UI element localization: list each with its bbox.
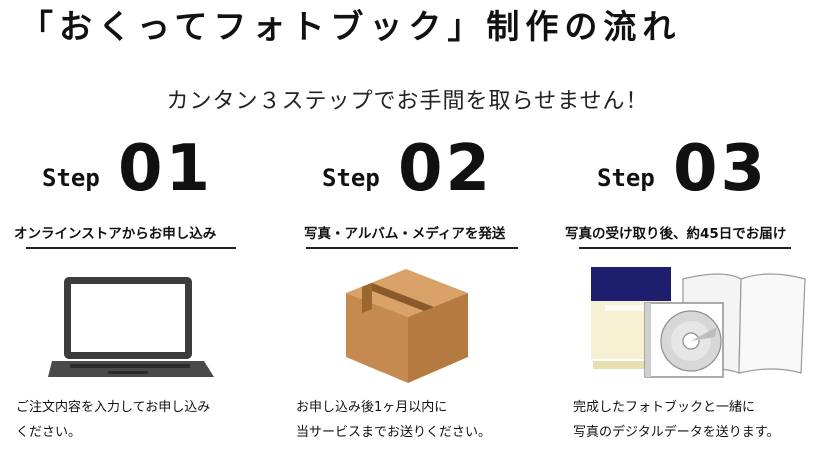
step-1-divider [26,247,236,249]
laptop-icon [48,265,218,384]
step-3-word: Step [597,164,655,192]
step-3-description: 完成したフォトブックと一緒に 写真のデジタルデータを送ります。 [573,400,780,440]
step-1-heading: Step 01 [0,130,270,206]
step-2-number: 02 [398,132,494,206]
step-2: Step 02 写真・アルバム・メディアを発送 お申し込み後1ヶ月以内に 当サー… [280,130,550,460]
step-1-description: ご注文内容を入力してお申し込み ください。 [16,400,211,440]
step-1-word: Step [42,164,100,192]
step-3: Step 03 写真の受け取り後、約45日でお届け 完成したフォトブックと一緒に… [555,130,815,460]
step-2-label: 写真・アルバム・メディアを発送 [304,226,506,242]
step-2-heading: Step 02 [280,130,550,206]
step-3-heading: Step 03 [555,130,815,206]
step-3-divider [579,247,791,249]
step-3-label: 写真の受け取り後、約45日でお届け [565,226,787,242]
page-subtitle: カンタン３ステップでお手間を取らせません！ [166,89,649,114]
box-icon [338,265,473,389]
step-2-description: お申し込み後1ヶ月以内に 当サービスまでお送りください。 [296,400,492,440]
photobook-disc-icon [583,265,813,389]
step-2-word: Step [322,164,380,192]
step-1-label: オンラインストアからお申し込み [14,226,217,242]
step-2-divider [306,247,518,249]
step-1: Step 01 オンラインストアからお申し込み ご注文内容を入力してお申し込み … [0,130,270,460]
step-1-number: 01 [118,132,214,206]
page-title: 「おくってフォトブック」制作の流れ [20,7,682,46]
step-3-number: 03 [673,132,769,206]
